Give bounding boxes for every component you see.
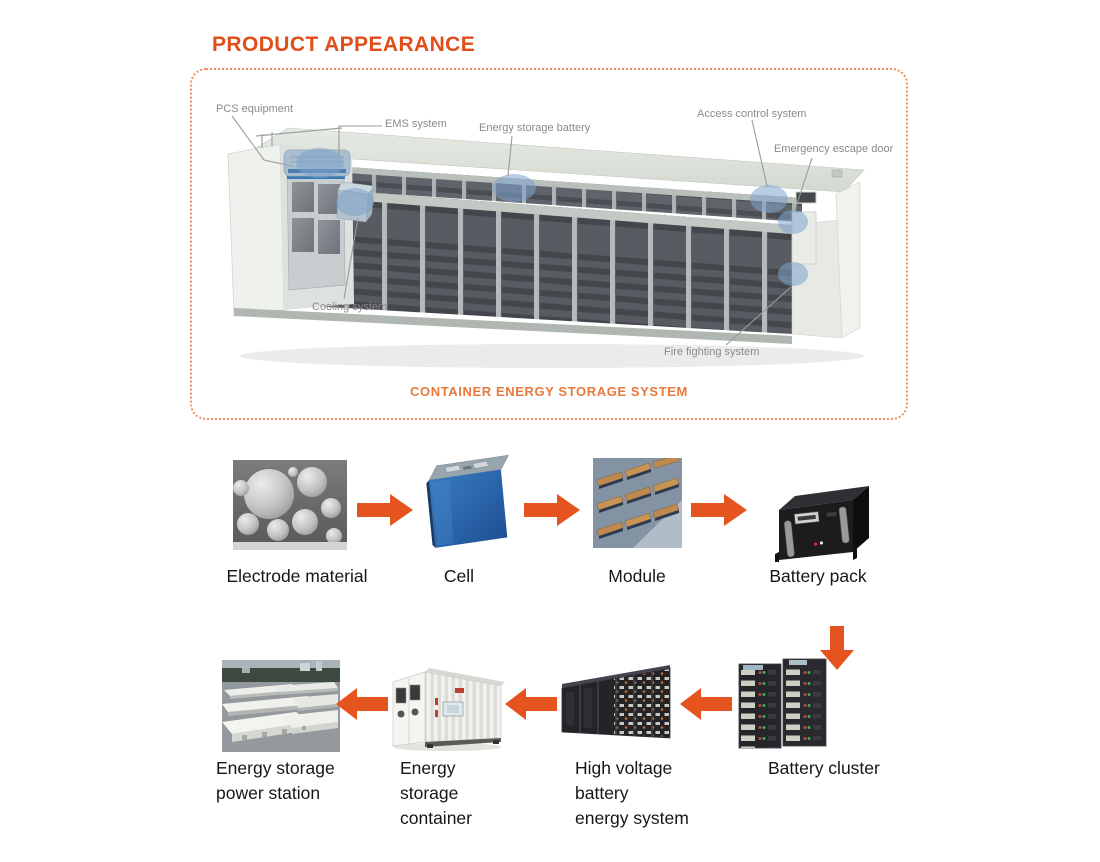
arrow-down-icon [820,626,854,670]
label-module: Module [608,566,666,586]
highlight-escape [778,210,808,234]
callout-lines [231,115,813,346]
callout-emergency-escape-door: Emergency escape door [774,143,894,155]
label-high-voltage-system: High voltage battery energy system [575,758,689,829]
label-electrode-material: Electrode material [226,566,368,586]
power-station-image [222,660,340,752]
callout-ems-system: EMS system [385,118,447,130]
container-shadow [240,344,864,368]
highlight-cooling [336,188,374,216]
callout-fire-fighting-system: Fire fighting system [664,346,760,358]
arrow-right-icon [357,494,413,526]
battery-cluster-image [737,656,828,751]
highlight-access [750,185,788,213]
arrow-left-icon [505,688,557,720]
callout-energy-storage-battery: Energy storage battery [479,122,591,134]
label-energy-storage-power-station: Energy storage power station [216,758,335,804]
callout-access-control-system: Access control system [697,108,807,120]
label-battery-pack: Battery pack [769,566,867,586]
label-energy-storage-container: Energy storage container [400,758,472,829]
label-cell: Cell [443,566,475,586]
highlight-ems [296,148,344,178]
energy-storage-container-image [385,652,507,752]
arrow-right-icon [524,494,580,526]
cell-image [412,453,510,551]
highlight-battery [492,174,536,202]
container-diagram-panel: PCS equipment EMS system Energy storage … [190,68,908,420]
module-image [593,458,682,548]
highlight-spots [296,148,808,286]
container-illustration [227,115,865,368]
highlight-fire [778,262,808,286]
arrow-left-icon [680,688,732,720]
label-battery-cluster: Battery cluster [768,758,880,778]
arrow-right-icon [691,494,747,526]
callout-pcs-equipment: PCS equipment [216,103,294,115]
page-title: PRODUCT APPEARANCE [212,33,476,56]
callout-cooling-system: Cooling system [312,301,388,313]
electrode-material-image [233,460,347,550]
battery-pack-image [755,470,875,562]
arrow-left-icon [336,688,388,720]
high-voltage-system-image [556,658,676,750]
container-body [227,127,865,344]
diagram-caption: CONTAINER ENERGY STORAGE SYSTEM [410,384,688,399]
